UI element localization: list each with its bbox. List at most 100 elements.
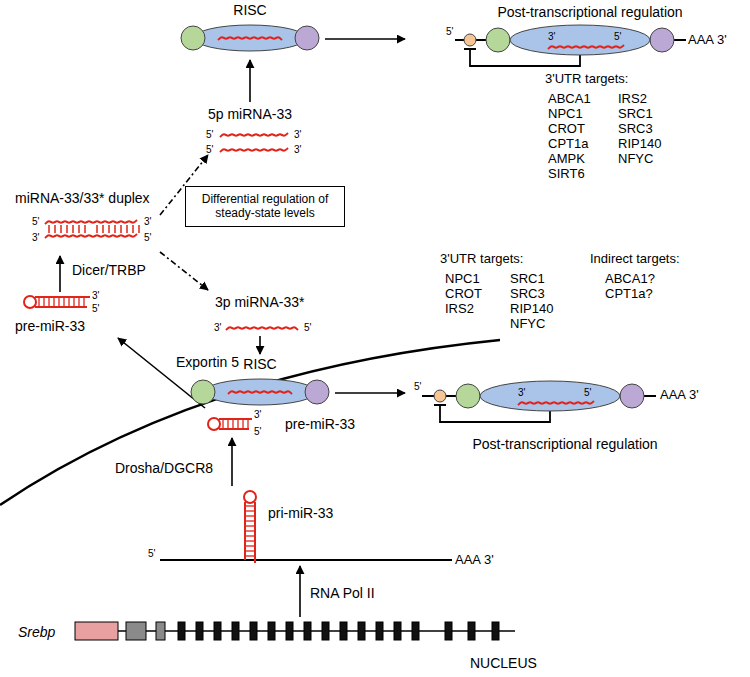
base-pair (83, 298, 84, 306)
target-gene: NFYC (510, 317, 545, 332)
base-pair (108, 225, 110, 233)
base-pair (48, 298, 49, 306)
base-pair (78, 225, 80, 233)
enzyme-label: Drosha/DGCR8 (115, 460, 213, 476)
risc-shape (180, 23, 320, 53)
flow-arrow (299, 566, 301, 617)
rna-label: pre-miR-33 (15, 318, 85, 334)
gene-exon (412, 622, 419, 640)
compartment-label: NUCLEUS (470, 655, 537, 671)
gene-exon (492, 622, 499, 640)
rna-label: miRNA-33/33* duplex (15, 190, 150, 206)
rna-label: pre-miR-33 (285, 416, 355, 432)
strand-end: 5' (206, 129, 213, 141)
strand-end: 5' (304, 322, 311, 334)
base-pair (227, 420, 228, 428)
target-gene: CPT1a? (605, 287, 653, 302)
hairpin-stem (35, 296, 90, 298)
target-gene: CPT1a (548, 137, 588, 152)
list-heading: Indirect targets: (590, 252, 680, 267)
polya-tail: AAA 3' (455, 553, 494, 568)
gene-exon (156, 622, 165, 640)
rna-label: 3p miRNA-33* (215, 294, 304, 310)
gene-exon (214, 622, 221, 640)
flow-arrow (335, 392, 405, 394)
gene-exon (445, 622, 452, 640)
target-gene: NFYC (618, 152, 653, 167)
base-pair (246, 530, 254, 531)
base-pair (68, 298, 69, 306)
strand-end: 5' (92, 303, 99, 315)
polya-tail: AAA 3' (688, 33, 727, 48)
heading: Post-transcriptional regulation (472, 436, 657, 452)
mirna-strand (45, 220, 137, 224)
gene-name: Srebp (18, 624, 55, 640)
base-pair (246, 525, 254, 526)
strand-end: 5' (32, 216, 39, 228)
hairpin-stem (219, 428, 249, 430)
gene-exon (178, 622, 185, 640)
target-gene: RIP140 (510, 302, 553, 317)
hairpin-loop (244, 491, 256, 503)
base-pair (84, 225, 86, 233)
gene-exon (340, 622, 347, 640)
strand-end: 3' (294, 144, 301, 156)
protein (305, 380, 329, 404)
base-pair (38, 298, 39, 306)
strand-end: 5' (584, 387, 591, 399)
list-heading: 3'UTR targets: (545, 72, 628, 87)
hairpin-stem (244, 502, 246, 560)
strand-end: 5' (144, 232, 151, 244)
hairpin-stem (219, 418, 252, 420)
strand-end: 3' (92, 290, 99, 302)
gene-exon (196, 622, 203, 640)
risc-complex: RISC (180, 2, 320, 53)
strand-end: 3' (254, 409, 261, 421)
heading: Post-transcriptional regulation (497, 4, 682, 20)
nuclear-envelope (0, 340, 500, 505)
flow-arrow (59, 256, 61, 292)
gene-exon (358, 622, 365, 640)
flow-arrow (325, 38, 405, 40)
base-pair (246, 555, 254, 556)
base-pair (73, 298, 74, 306)
target-gene: RIP140 (618, 137, 661, 152)
strand-end: 3' (214, 322, 221, 334)
target-gene: SIRT6 (548, 167, 585, 182)
cap (464, 34, 476, 46)
hairpin-stem (254, 502, 256, 563)
base-pair (246, 550, 254, 551)
mirna-strand (218, 37, 282, 40)
flow-arrow (249, 60, 251, 102)
target-gene: ABCA1 (548, 92, 591, 107)
protein (620, 384, 644, 408)
target-gene: IRS2 (445, 302, 474, 317)
base-pair (222, 420, 223, 428)
target-gene: SRC3 (510, 287, 545, 302)
gene-exon (394, 622, 401, 640)
complex-label: RISC (180, 2, 320, 19)
rna-label: pri-miR-33 (268, 505, 333, 521)
dashed-arrow (160, 252, 208, 290)
base-pair (72, 225, 74, 233)
cap (434, 390, 446, 402)
hairpin-stem (35, 306, 87, 308)
target-gene: NPC1 (445, 272, 480, 287)
note-text: Differential regulation of steady-state … (192, 192, 338, 221)
base-pair (132, 225, 134, 233)
protein (456, 384, 480, 408)
mirna-strand (220, 148, 288, 152)
base-pair (66, 225, 68, 233)
target-gene: SRC1 (510, 272, 545, 287)
base-pair (126, 225, 128, 233)
target-gene: IRS2 (618, 92, 647, 107)
hairpin-loop (24, 296, 36, 308)
gene-exon (250, 622, 257, 640)
target-gene: ABCA1? (605, 272, 655, 287)
base-pair (120, 225, 122, 233)
base-pair (246, 545, 254, 546)
target-gene: CROT (548, 122, 585, 137)
base-pair (43, 298, 44, 306)
strand-end: 5' (614, 31, 621, 43)
